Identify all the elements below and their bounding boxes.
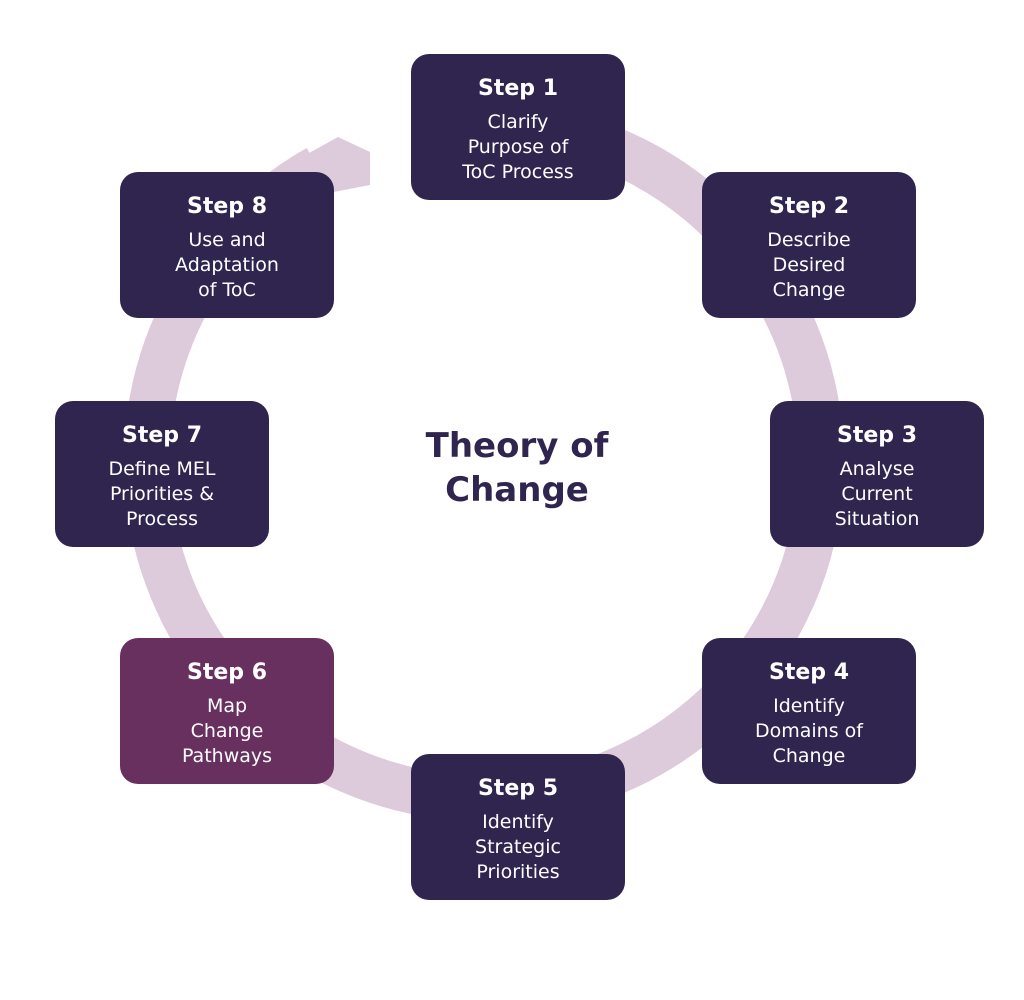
step-8-title: Step 8 [187, 194, 267, 219]
step-8-box: Step 8 Use and Adaptation of ToC [120, 172, 334, 318]
step-3-box: Step 3 Analyse Current Situation [770, 401, 984, 547]
step-1-description: Clarify Purpose of ToC Process [462, 111, 574, 183]
step-8-description: Use and Adaptation of ToC [175, 229, 279, 301]
step-7-title: Step 7 [122, 423, 202, 448]
step-7-box: Step 7 Define MEL Priorities & Process [55, 401, 269, 547]
step-3-description: Analyse Current Situation [834, 458, 920, 530]
step-4-box: Step 4 Identify Domains of Change [702, 638, 916, 784]
step-4-title: Step 4 [769, 660, 849, 685]
diagram-title: Theory of Change [425, 426, 609, 510]
step-2-box: Step 2 Describe Desired Change [702, 172, 916, 318]
step-6-box: Step 6 Map Change Pathways [120, 638, 334, 784]
step-5-title: Step 5 [478, 776, 558, 801]
step-1-box: Step 1 Clarify Purpose of ToC Process [411, 54, 625, 200]
step-2-title: Step 2 [769, 194, 849, 219]
step-5-description: Identify Strategic Priorities [475, 811, 561, 883]
step-4-description: Identify Domains of Change [755, 695, 863, 767]
step-6-description: Map Change Pathways [181, 695, 273, 767]
step-3-title: Step 3 [837, 423, 917, 448]
step-7-description: Define MEL Priorities & Process [108, 458, 216, 530]
step-6-title: Step 6 [187, 660, 267, 685]
step-1-title: Step 1 [478, 76, 558, 101]
step-2-description: Describe Desired Change [767, 229, 851, 301]
step-5-box: Step 5 Identify Strategic Priorities [411, 754, 625, 900]
